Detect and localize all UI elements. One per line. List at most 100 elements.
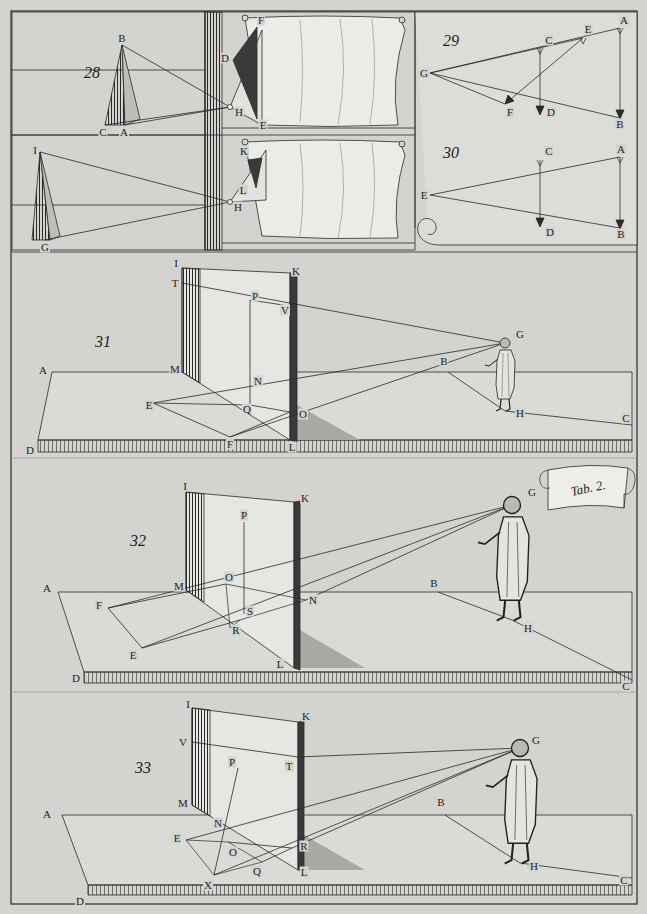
figures-29-30-part — [536, 218, 544, 227]
point-label: H — [233, 202, 243, 213]
plate-label: Tab. 2. — [568, 478, 607, 498]
figure-28-part — [122, 45, 140, 125]
point-label: B — [616, 229, 625, 240]
figure-32-part — [142, 620, 240, 648]
figures-29-30-part — [537, 28, 623, 54]
point-label: B — [429, 578, 438, 589]
figure-32 — [58, 465, 635, 683]
figures-29-30-part — [540, 160, 541, 226]
figure-28-part — [399, 17, 405, 23]
figure-31-part — [297, 405, 360, 440]
point-label: B — [117, 33, 126, 44]
figure-28-part — [248, 158, 262, 188]
figures-29-30-part — [415, 12, 416, 228]
point-label: V — [280, 305, 290, 316]
point-label: O — [298, 409, 308, 420]
point-label: V — [178, 737, 188, 748]
point-label: M — [177, 798, 189, 809]
point-label: A — [619, 15, 629, 26]
figure-31-part — [250, 405, 290, 412]
point-label: F — [95, 600, 103, 611]
point-label: H — [515, 408, 525, 419]
figure-31-part — [250, 300, 251, 405]
point-label: G — [527, 487, 537, 498]
point-label: D — [220, 53, 230, 64]
point-label: B — [439, 356, 448, 367]
point-label: Q — [242, 404, 252, 415]
divider — [11, 458, 637, 459]
point-label: Q — [252, 866, 262, 877]
figure-28-part — [105, 45, 125, 125]
point-label: D — [71, 673, 81, 684]
figures-29-30-part — [415, 12, 637, 245]
figure-33-part — [192, 708, 210, 816]
figures-29-30-part — [430, 157, 620, 195]
point-label: T — [171, 278, 180, 289]
point-label: P — [228, 757, 236, 768]
figure-28-part — [300, 143, 375, 238]
point-label: L — [239, 185, 248, 196]
point-label: E — [584, 24, 593, 35]
figures-29-30-part — [537, 157, 623, 166]
point-label: F — [226, 439, 234, 450]
point-label: M — [169, 364, 181, 375]
figure-number: 33 — [134, 760, 152, 776]
figure-number: 28 — [83, 65, 101, 81]
figure-32-part — [108, 608, 142, 648]
figure-28-part — [222, 128, 415, 129]
figure-31-part — [182, 283, 505, 343]
figure-28-part — [245, 140, 405, 239]
plate-border — [11, 11, 637, 904]
point-label: O — [228, 847, 238, 858]
figure-33-part — [192, 742, 298, 757]
figures-29-30-part — [540, 48, 541, 114]
figure-32-part — [58, 592, 632, 672]
figures-29-30-part — [430, 73, 505, 104]
point-label: C — [621, 413, 630, 424]
figure-28-part — [40, 152, 60, 240]
figure-32-part — [244, 522, 245, 614]
point-label: L — [288, 442, 297, 453]
figure-31-part — [182, 268, 290, 440]
point-label: A — [38, 365, 48, 376]
point-label: D — [546, 107, 556, 118]
point-label: M — [173, 581, 185, 592]
point-label: T — [285, 761, 294, 772]
figure-31-part — [230, 343, 505, 437]
figure-33-part — [62, 815, 632, 885]
point-label: D — [75, 896, 85, 907]
figure-32-part — [84, 672, 632, 683]
figure-33-part — [304, 835, 365, 870]
point-label: G — [40, 242, 50, 253]
point-label: B — [436, 797, 445, 808]
point-label: X — [203, 880, 213, 891]
point-label: P — [240, 510, 248, 521]
figure-28-part — [242, 139, 248, 145]
figure-33-part — [192, 708, 298, 870]
point-label: A — [42, 583, 52, 594]
figure-28-part — [233, 27, 257, 119]
figure-number: 29 — [442, 33, 460, 49]
point-label: S — [246, 606, 254, 617]
figures-29-30-part — [536, 106, 544, 115]
figure-31-part — [230, 412, 290, 437]
figure-33-part — [486, 740, 537, 864]
figure-28-part — [40, 152, 230, 202]
point-label: G — [531, 735, 541, 746]
point-label: I — [185, 699, 191, 710]
point-label: N — [308, 595, 318, 606]
figure-32-part — [294, 501, 300, 670]
figure-number: 30 — [442, 145, 460, 161]
point-label: R — [299, 841, 308, 852]
figure-31-part — [153, 403, 230, 437]
point-label: O — [224, 572, 234, 583]
point-label: A — [616, 144, 626, 155]
figure-32-part — [300, 630, 365, 668]
figure-33 — [62, 708, 632, 895]
figure-31-part — [38, 440, 632, 452]
figure-28-part — [228, 200, 233, 205]
point-label: L — [300, 867, 309, 878]
figure-28-part — [205, 12, 415, 250]
point-label: K — [301, 711, 311, 722]
